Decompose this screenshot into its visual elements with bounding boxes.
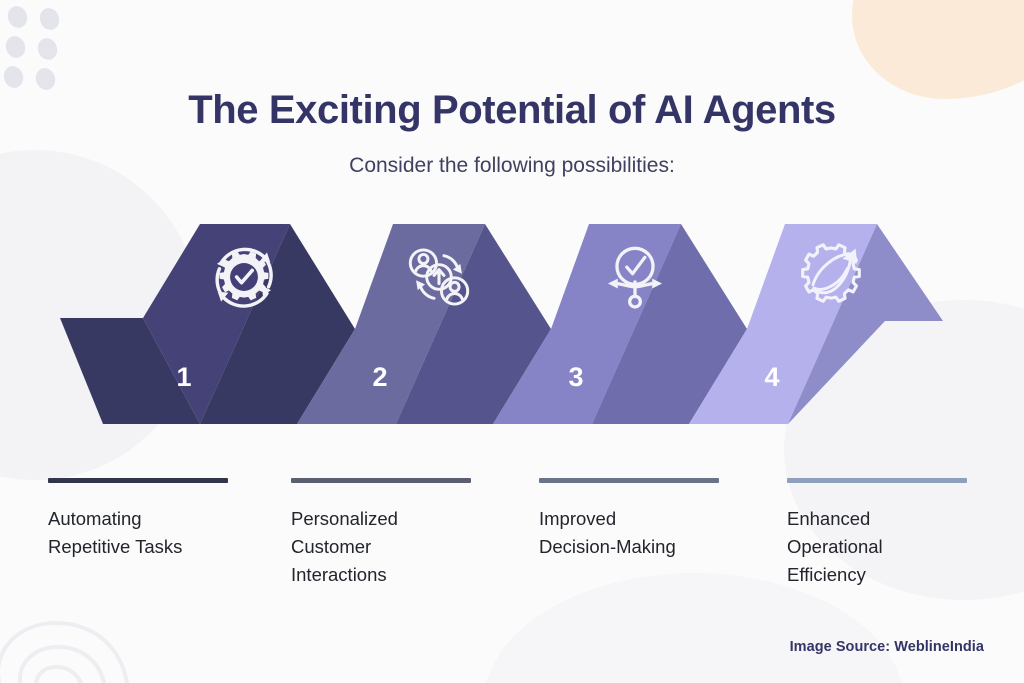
caption-3-line-2: Decision-Making <box>539 536 676 557</box>
step-1-icon-wrap <box>203 236 285 318</box>
caption-2-line-3: Interactions <box>291 564 387 585</box>
ribbon-face-4-light <box>689 224 877 424</box>
users-cycle-arrow-icon <box>408 248 470 306</box>
dot-grid-decoration <box>0 3 70 93</box>
decorative-peach-blob-small <box>922 0 1024 56</box>
caption-text-3: Improved Decision-Making <box>539 505 754 561</box>
decorative-peach-blob <box>852 0 1024 99</box>
swirl-decoration <box>0 620 129 683</box>
caption-rule-4 <box>787 478 967 483</box>
gear-check-refresh-icon <box>215 247 273 308</box>
step-2-number: 2 <box>372 362 388 392</box>
check-decision-branch-icon <box>607 246 663 309</box>
caption-text-1: Automating Repetitive Tasks <box>48 505 263 561</box>
caption-rule-2 <box>291 478 471 483</box>
caption-3-line-1: Improved <box>539 508 617 529</box>
step-4-icon-wrap <box>790 234 872 316</box>
ribbon-face-3-dark <box>592 224 747 424</box>
caption-item-4: Enhanced Operational Efficiency <box>787 478 1002 589</box>
caption-2-line-1: Personalized <box>291 508 398 529</box>
caption-4-line-1: Enhanced <box>787 508 871 529</box>
caption-item-2: Personalized Customer Interactions <box>291 478 506 589</box>
ribbon-tail-left <box>60 318 200 424</box>
caption-item-1: Automating Repetitive Tasks <box>48 478 263 561</box>
zigzag-ribbon: 1 2 3 4 <box>0 214 1024 436</box>
image-source-label: Image Source: WeblineIndia <box>789 639 984 655</box>
caption-1-line-2: Repetitive Tasks <box>48 536 183 557</box>
caption-4-line-3: Efficiency <box>787 564 866 585</box>
header: The Exciting Potential of AI Agents Cons… <box>0 88 1024 178</box>
caption-4-line-2: Operational <box>787 536 883 557</box>
page-subtitle: Consider the following possibilities: <box>349 154 675 177</box>
caption-2-line-2: Customer <box>291 536 372 557</box>
ribbon-tail-right <box>788 224 943 424</box>
caption-rule-1 <box>48 478 228 483</box>
gear-growth-arrow-icon <box>801 243 861 303</box>
step-3-icon-wrap <box>594 236 676 318</box>
step-2-icon-wrap <box>398 236 480 318</box>
caption-text-2: Personalized Customer Interactions <box>291 505 506 589</box>
step-1-number: 1 <box>176 362 192 392</box>
page-title: The Exciting Potential of AI Agents <box>188 88 836 132</box>
ribbon-face-2-dark <box>396 224 551 424</box>
decorative-circle-bottom <box>484 573 904 683</box>
caption-1-line-1: Automating <box>48 508 142 529</box>
step-4-number: 4 <box>764 362 780 392</box>
caption-rule-3 <box>539 478 719 483</box>
ribbon-face-1-dark <box>200 224 355 424</box>
step-3-number: 3 <box>568 362 584 392</box>
caption-text-4: Enhanced Operational Efficiency <box>787 505 1002 589</box>
caption-item-3: Improved Decision-Making <box>539 478 754 561</box>
